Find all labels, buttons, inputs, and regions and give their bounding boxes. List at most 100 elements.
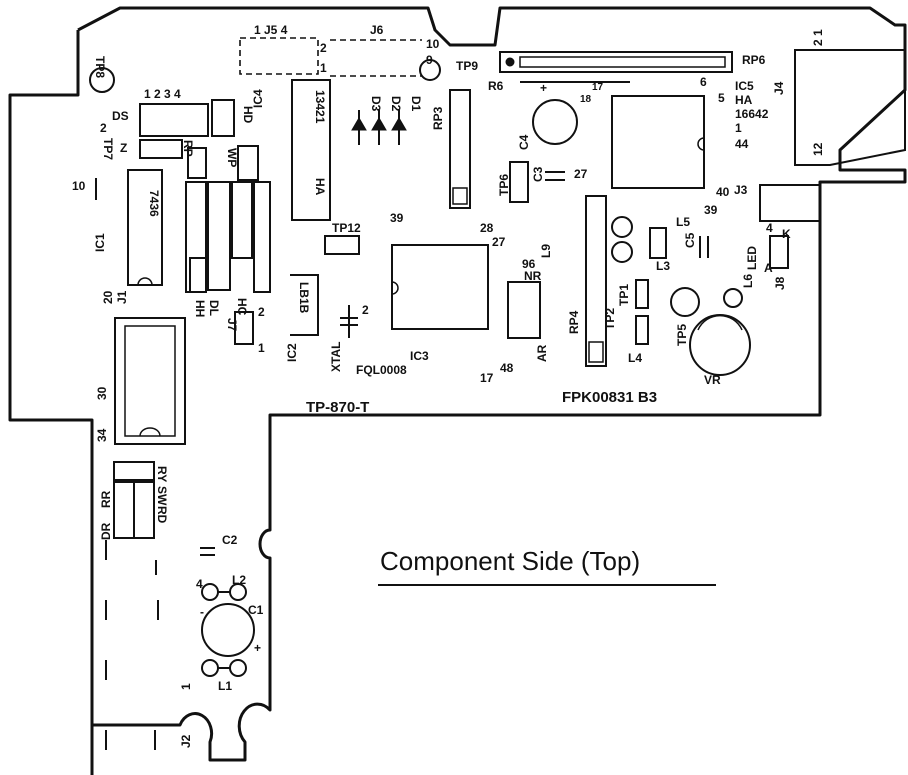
label-96: 96 [522, 257, 536, 271]
label-ic1-pin: 10 [72, 179, 86, 193]
label-6: 6 [700, 75, 707, 89]
label-rp: RP [181, 140, 195, 157]
label-r6: R6 [488, 79, 504, 93]
label-17b: 17 [480, 371, 494, 385]
label-ar: AR [535, 344, 549, 362]
label-ic4-ha: HA [313, 178, 327, 196]
label-dr-rr: DR [99, 522, 113, 540]
label-1a: 1 [735, 121, 742, 135]
label-hh: HH [193, 300, 207, 317]
label-ic2-num: LB1B [297, 282, 311, 314]
label-1c: 1 [179, 683, 193, 690]
tp12-pad [324, 235, 360, 255]
label-fql: FQL0008 [356, 363, 407, 377]
label-c1: C1 [248, 603, 264, 617]
rp4-end [588, 341, 604, 363]
label-ds-pins: 1 2 3 4 [144, 87, 181, 101]
label-l1: L1 [218, 679, 232, 693]
j4-connector [794, 49, 906, 166]
rp6-inner [519, 56, 726, 68]
l4-inductor [635, 315, 649, 345]
j2-marks [105, 540, 159, 750]
rp-resistor [187, 147, 207, 179]
label-c4: C4 [517, 134, 531, 150]
vr-potentiometer [689, 314, 751, 376]
label-tp7: TP7 [101, 138, 115, 160]
label-j2: J2 [179, 734, 193, 748]
label-ic1: IC1 [93, 233, 107, 252]
label-18: 18 [580, 94, 592, 105]
label-d1: D1 [409, 96, 423, 112]
label-ic4-num: 13421 [313, 90, 327, 124]
j7-connector [234, 311, 254, 345]
label-board-model: TP-870-T [306, 399, 369, 416]
tp5-pad [670, 287, 700, 317]
block-b [207, 181, 231, 291]
label-d3: D3 [369, 96, 383, 112]
block-d [253, 181, 271, 293]
label-c5: C5 [683, 232, 697, 248]
label-led: LED [745, 246, 759, 270]
label-j1: J1 [115, 290, 129, 304]
label-sw: SW [155, 486, 169, 506]
label-l5: L5 [676, 215, 690, 229]
ic3-notch [391, 281, 399, 295]
l1-pad-right [229, 659, 247, 677]
label-j3: J3 [734, 183, 748, 197]
rp6-resistor [499, 51, 733, 73]
ic2-chip [290, 274, 319, 336]
ic3-chip [391, 244, 489, 330]
block-c [231, 181, 253, 259]
ry-relay [113, 461, 155, 481]
label-j5: 1 J5 4 [254, 23, 288, 37]
caption: Component Side (Top) [380, 546, 640, 576]
tp1-pad [611, 241, 633, 263]
j5-connector [239, 37, 319, 75]
label-tp6: TP6 [497, 174, 511, 196]
hd-component [211, 99, 235, 137]
j3-connector [759, 184, 821, 222]
ds-component [139, 103, 209, 137]
label-4: 4 [766, 221, 773, 235]
label-rd: RD [155, 506, 169, 524]
label-plus-c4: + [540, 81, 547, 95]
label-hd: HD [241, 106, 255, 124]
label-12: 12 [811, 142, 825, 156]
label-hc: HC [235, 298, 249, 316]
ar-component [507, 281, 541, 339]
label-2b: 2 [258, 305, 265, 319]
label-2a: 2 [100, 121, 107, 135]
label-27b: 27 [492, 235, 506, 249]
label-30: 30 [95, 386, 109, 400]
tp9-pad [419, 59, 441, 81]
label-dl: DL [207, 300, 221, 316]
label-rr: RR [99, 490, 113, 508]
c3-capacitor [545, 171, 565, 181]
label-l9: L9 [539, 244, 553, 258]
diode-d1 [391, 110, 407, 145]
label-c3: C3 [531, 166, 545, 182]
l1-pad-left [201, 659, 219, 677]
j1-inner [124, 325, 176, 437]
label-x2: 2 [362, 303, 369, 317]
label-j7: J7 [225, 318, 239, 332]
label-34: 34 [95, 428, 109, 442]
rp3-resistor [449, 89, 471, 209]
label-j6: J6 [370, 23, 384, 37]
label-27a: 27 [574, 167, 588, 181]
c1-capacitor [201, 603, 255, 657]
label-j6-1: 1 [320, 61, 327, 75]
label-ds: DS [112, 109, 129, 123]
label-vr: VR [704, 373, 721, 387]
label-nr: NR [524, 269, 542, 283]
label-j4: J4 [772, 81, 786, 95]
j1-connector [114, 317, 186, 445]
label-39b: 39 [390, 211, 404, 225]
ic5-chip [611, 95, 705, 189]
label-48: 48 [500, 361, 514, 375]
label-j8: J8 [773, 276, 787, 290]
label-l4: L4 [628, 351, 642, 365]
tp2-pad [611, 216, 633, 238]
tp6-pad [509, 161, 529, 203]
label-tp8: TP8 [93, 56, 107, 78]
